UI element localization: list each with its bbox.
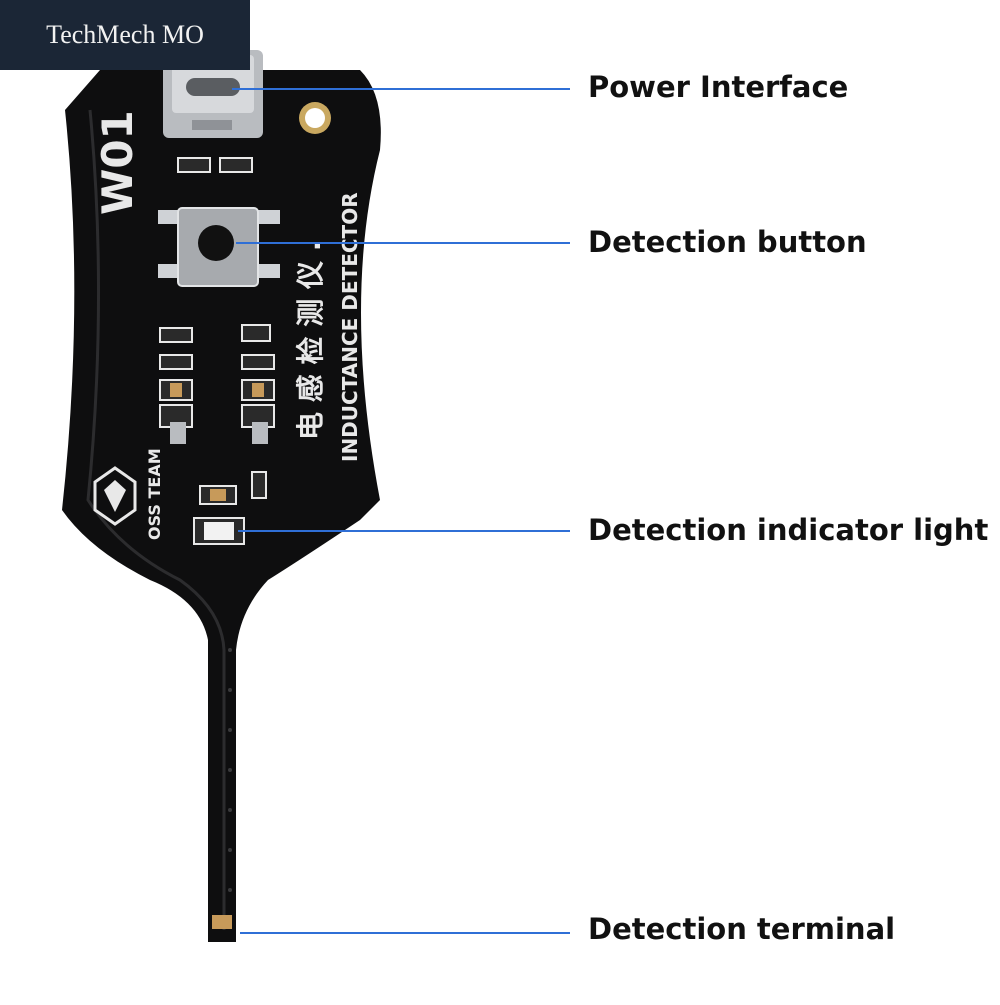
oss-team-logo [93,466,137,526]
label-detection-indicator-light: Detection indicator light [588,513,989,547]
chinese-label: 电 感 检 测 仪 . [294,241,327,440]
brand-label: OSS TEAM [145,448,164,540]
watermark-text: TechMech MO [46,20,204,49]
inductance-detector-label: INDUCTANCE DETECTOR [338,192,362,462]
model-label: W01 [93,110,142,215]
detection-tip [212,915,232,929]
indicator-led [193,517,245,545]
tactile-button [158,207,280,287]
label-power-interface: Power Interface [588,70,849,104]
callout-lines [232,88,570,934]
probe-vias [228,648,232,892]
label-detection-button: Detection button [588,225,867,259]
smd-components-right [241,324,275,428]
label-detection-terminal: Detection terminal [588,912,896,946]
pcb-board [62,70,381,942]
watermark: TechMech MO [0,0,250,70]
